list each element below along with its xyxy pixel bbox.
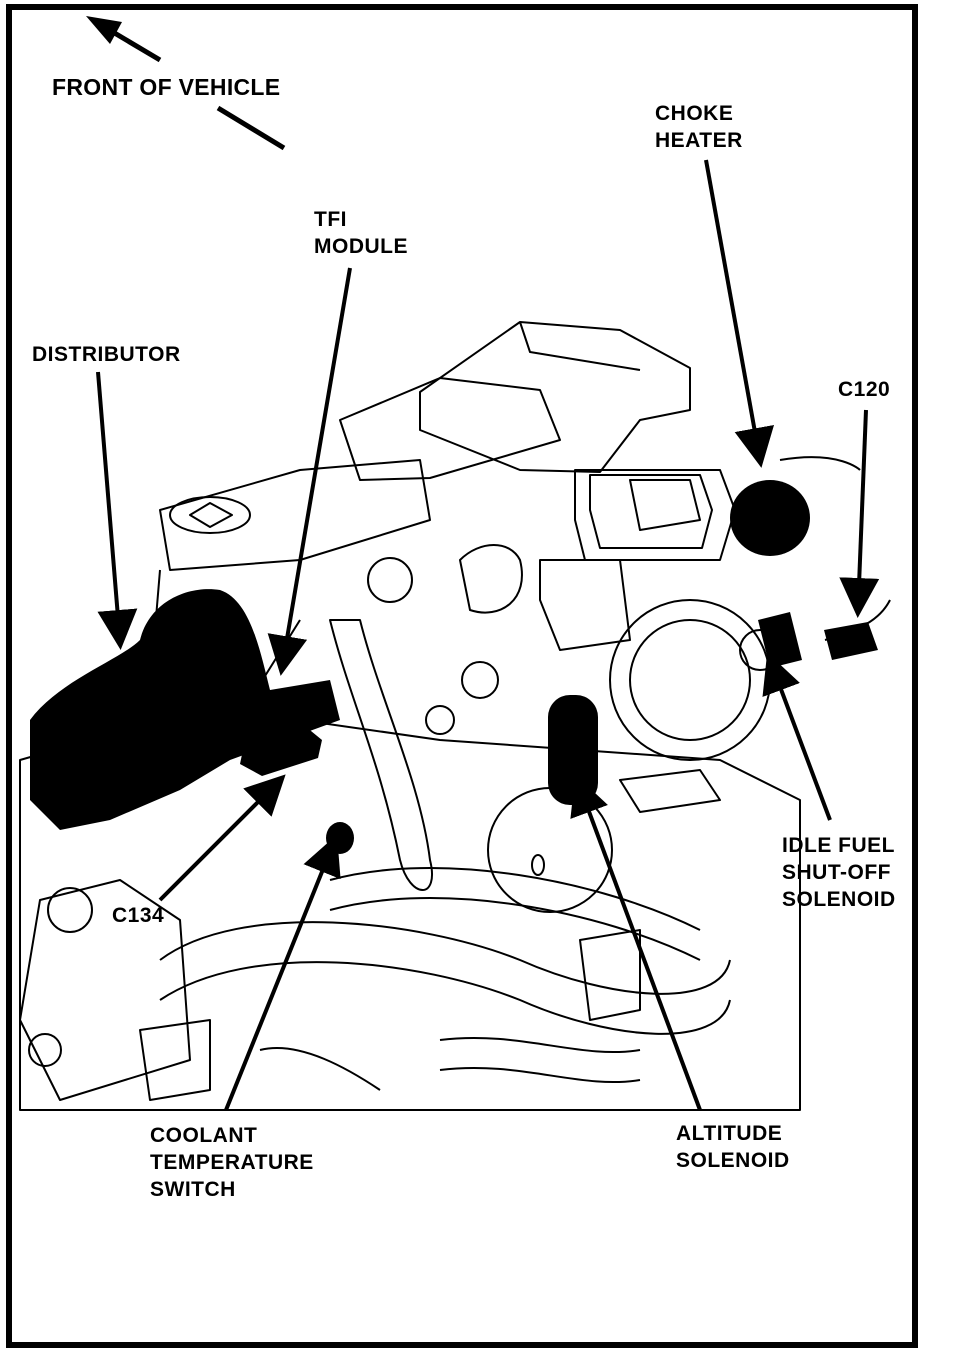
coolant-switch-leader xyxy=(224,834,341,1111)
idle-solenoid-body xyxy=(758,612,802,668)
distributor-leader xyxy=(96,371,138,650)
c134-connector xyxy=(240,722,322,776)
choke-heater-leader xyxy=(704,159,775,468)
diagram-border xyxy=(6,4,918,1348)
c120-label: C120 xyxy=(838,378,891,401)
idle-fuel-leader xyxy=(762,652,832,821)
choke-heater-label: CHOKE HEATER xyxy=(655,102,743,152)
distributor-body xyxy=(30,589,340,830)
highlighted-components xyxy=(30,480,878,854)
leader-lines xyxy=(96,159,880,1111)
choke-heater-body xyxy=(730,480,810,556)
c134-leader xyxy=(158,774,286,902)
c134-label: C134 xyxy=(112,904,165,927)
altitude-solenoid-label: ALTITUDE SOLENOID xyxy=(676,1122,790,1172)
front-of-vehicle-label: FRONT OF VEHICLE xyxy=(52,74,281,100)
altitude-solenoid-leader xyxy=(570,774,702,1111)
altitude-solenoid-body xyxy=(548,695,598,805)
front-direction-arrow xyxy=(86,16,286,151)
idle-fuel-shutoff-solenoid-label: IDLE FUEL SHUT-OFF SOLENOID xyxy=(782,834,896,911)
tfi-module-leader xyxy=(267,267,352,676)
tfi-module-label: TFI MODULE xyxy=(314,208,408,258)
c120-connector xyxy=(824,622,878,660)
coolant-temperature-switch-label: COOLANT TEMPERATURE SWITCH xyxy=(150,1124,314,1201)
c120-leader xyxy=(839,409,880,618)
distributor-label: DISTRIBUTOR xyxy=(32,343,181,366)
